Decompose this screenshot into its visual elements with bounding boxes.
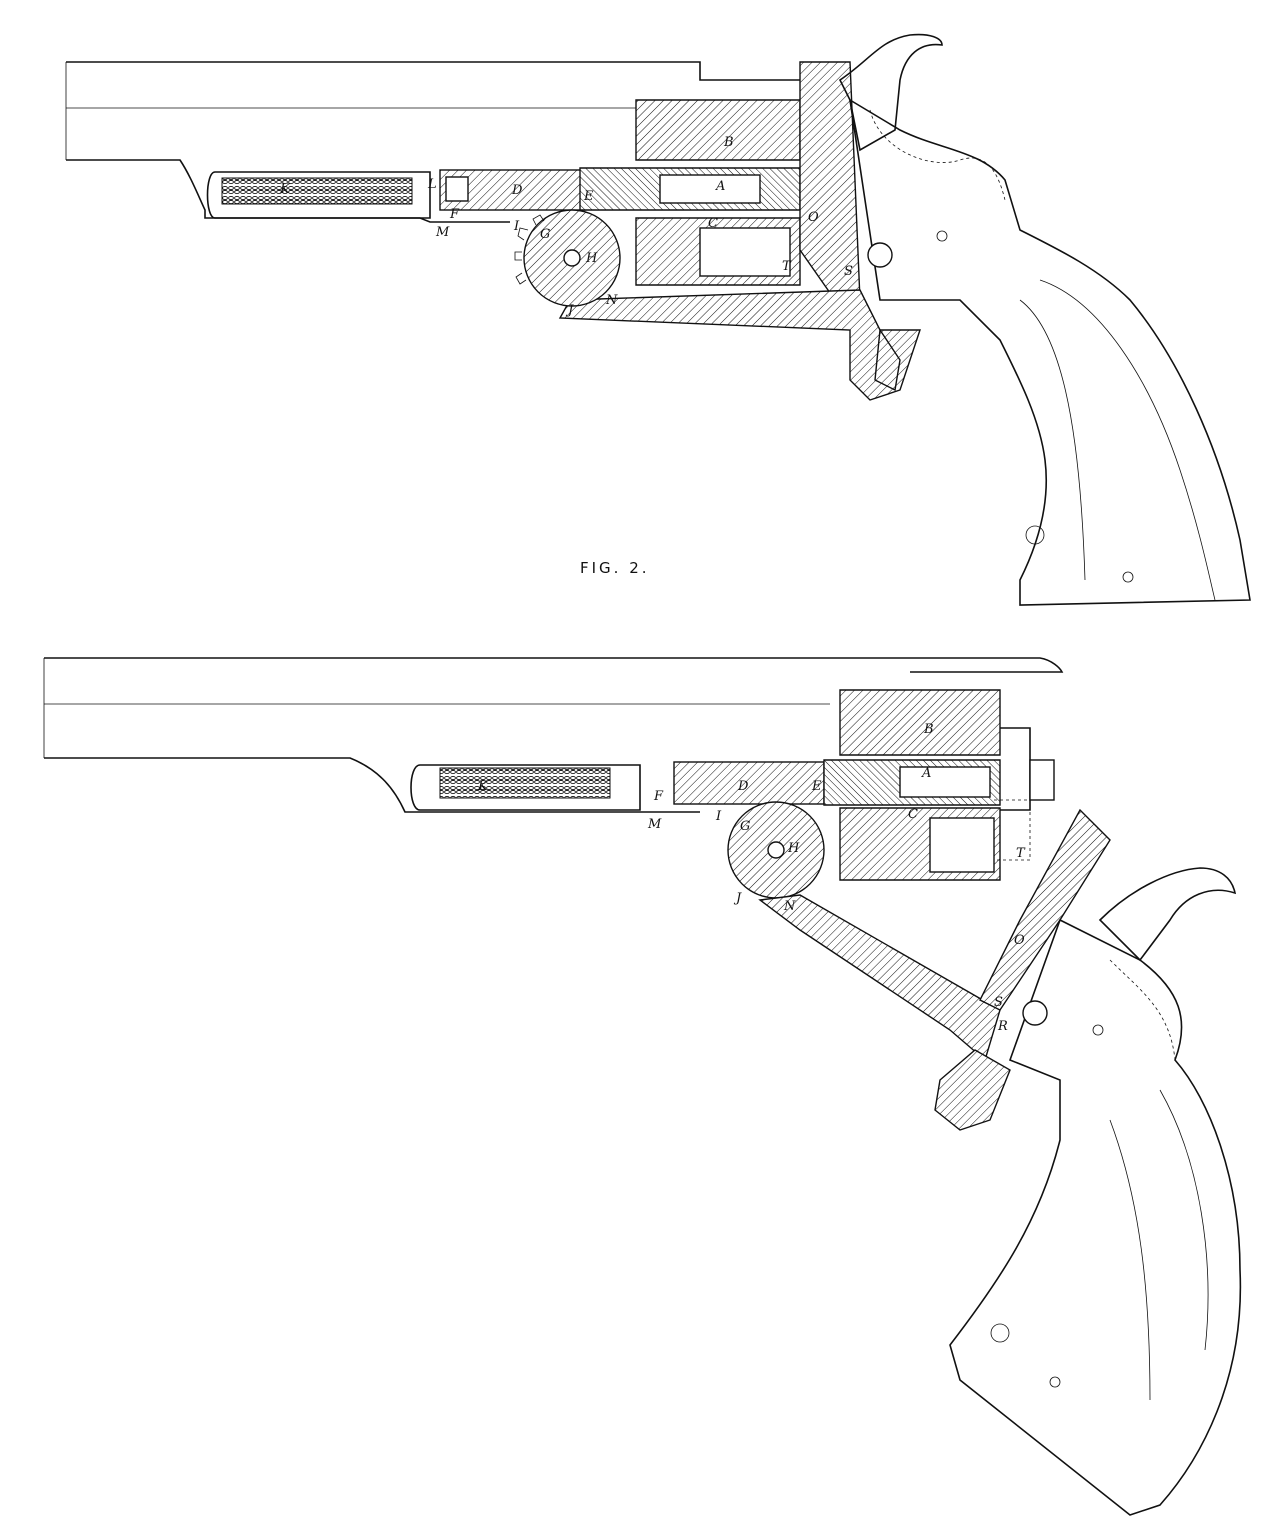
cylinder-B-2 <box>839 689 1001 756</box>
grip-frame <box>848 98 1251 606</box>
label-H-2: H <box>787 841 800 856</box>
label-N: N <box>605 293 618 308</box>
label-E: E <box>583 189 594 204</box>
ejector-spring-coil-2 <box>439 767 611 799</box>
label-K-2: K <box>477 779 489 794</box>
ejector-spring-coil <box>221 177 413 205</box>
label-N-2: N <box>783 899 796 914</box>
revolver-closed-view <box>65 33 1251 606</box>
figure-caption: FIG. 2. <box>580 559 650 577</box>
extractor-plate <box>1000 727 1031 811</box>
label-F: F <box>449 207 460 222</box>
barrel-underside-2 <box>44 757 700 813</box>
gear-teeth <box>514 214 545 285</box>
label-T-2: T <box>1016 846 1026 861</box>
hammer-2 <box>1098 867 1237 962</box>
hammer-pivot-2 <box>1022 1000 1048 1026</box>
label-B-2: B <box>923 722 934 737</box>
grip-screw <box>1122 571 1134 583</box>
label-A-2: A <box>921 766 931 781</box>
label-I: I <box>513 219 520 234</box>
label-D-2: D <box>737 779 749 794</box>
labels-bottom: B A C T D E K F M I G H J N O S R <box>477 722 1026 1034</box>
label-H: H <box>585 251 598 266</box>
grip-frame-2 <box>949 918 1242 1516</box>
barrel-top <box>66 61 840 81</box>
label-C: C <box>708 216 718 231</box>
hammer-pivot <box>867 242 893 268</box>
label-R-2: R <box>997 1019 1008 1034</box>
label-I-2: I <box>715 809 722 824</box>
label-M: M <box>435 225 450 240</box>
barrel-top-2 <box>44 657 1064 673</box>
ejector-tube-2 <box>410 764 641 811</box>
label-S-2: S <box>994 995 1003 1010</box>
trigger <box>874 327 901 392</box>
rack-plunger-2 <box>673 761 825 805</box>
label-O-2: O <box>1014 933 1025 948</box>
label-L: L <box>427 177 437 192</box>
label-O: O <box>808 210 819 225</box>
chamber-bore <box>699 227 791 277</box>
label-G: G <box>540 227 550 242</box>
label-D: D <box>511 183 523 198</box>
label-F-2: F <box>653 789 664 804</box>
label-G-2: G <box>740 819 750 834</box>
grip-screw-2 <box>1049 1376 1061 1388</box>
cylinder-B <box>635 99 801 161</box>
label-B: B <box>723 135 734 150</box>
label-C-2: C <box>908 807 918 822</box>
frame-strap <box>558 289 921 401</box>
label-M-2: M <box>647 817 662 832</box>
hammer <box>838 33 943 152</box>
label-S: S <box>844 264 853 279</box>
frame-strap-2 <box>758 894 1001 1062</box>
recoil-shield-2 <box>979 808 1111 1011</box>
labels-top: B A C O T S D E K L F M I G H J N <box>279 135 853 318</box>
revolver-opened-view <box>43 657 1242 1516</box>
label-E-2: E <box>811 779 822 794</box>
label-J: J <box>565 303 574 318</box>
label-J-2: J <box>733 891 742 906</box>
label-K: K <box>279 182 291 197</box>
label-A: A <box>715 179 725 194</box>
trigger-2 <box>934 1049 1011 1131</box>
ejector-tube <box>206 171 431 219</box>
label-T: T <box>782 259 792 274</box>
